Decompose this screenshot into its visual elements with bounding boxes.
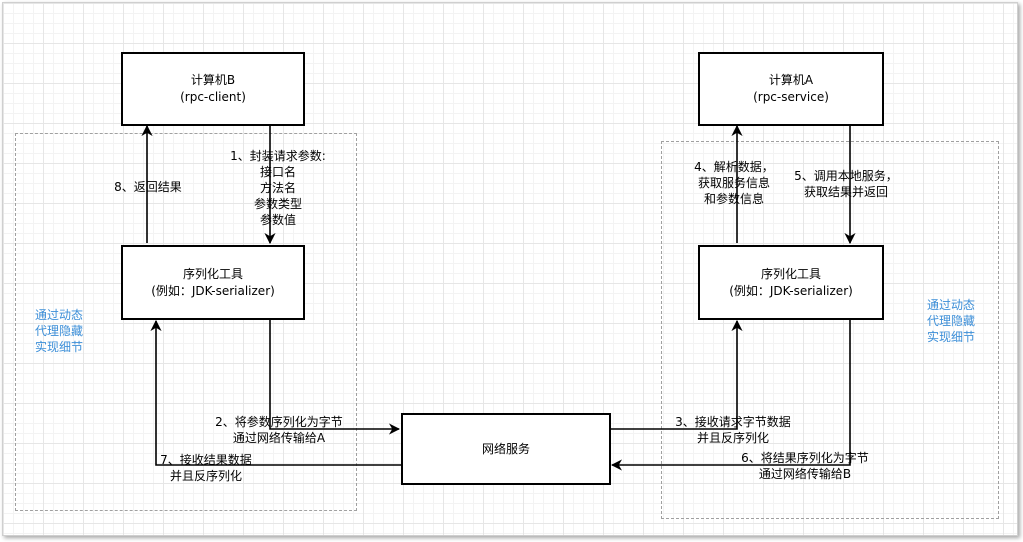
network-service-box: 网络服务 — [401, 413, 611, 485]
note-line: 代理隐藏 — [926, 314, 975, 328]
step-line: 1、封装请求参数: — [230, 149, 326, 163]
step-line: 方法名 — [259, 181, 296, 195]
arrow-step-6 — [610, 319, 851, 471]
step-6-label: 6、将结果序列化为字节 通过网络传输给B — [725, 450, 885, 482]
network-service-title: 网络服务 — [481, 441, 530, 456]
step-line: 4、解析数据， — [694, 160, 774, 174]
note-line: 通过动态 — [34, 308, 83, 322]
step-2-label: 2、将参数序列化为字节 通过网络传输给A — [199, 414, 359, 446]
right-serializer-box: 序列化工具 (例如：JDK-serializer) — [698, 245, 884, 320]
note-line: 代理隐藏 — [34, 324, 83, 338]
step-line: 获取服务信息 — [697, 176, 770, 190]
step-line: 接口名 — [259, 165, 296, 179]
computer-b-box: 计算机B (rpc-client) — [121, 52, 305, 126]
step-line: 和参数信息 — [703, 192, 764, 206]
step-line: 5、调用本地服务， — [794, 169, 898, 183]
arrow-step-7 — [150, 319, 402, 466]
step-line: 6、将结果序列化为字节 — [741, 451, 869, 465]
arrow-step-2 — [269, 319, 401, 435]
step-line: 参数类型 — [253, 197, 302, 211]
step-3-label: 3、接收请求字节数据 并且反序列化 — [658, 414, 808, 446]
step-line: 参数值 — [259, 213, 296, 227]
step-line: 2、将参数序列化为字节 — [215, 415, 343, 429]
arrow-step-3 — [609, 319, 743, 430]
step-line: 并且反序列化 — [169, 469, 242, 483]
left-serializer-subtitle: (例如：JDK-serializer) — [151, 283, 275, 298]
step-line: 3、接收请求字节数据 — [675, 415, 791, 429]
step-7-label: 7、接收结果数据 并且反序列化 — [145, 452, 267, 484]
computer-a-box: 计算机A (rpc-service) — [698, 52, 884, 126]
step-line: 并且反序列化 — [696, 431, 769, 445]
computer-b-subtitle: (rpc-client) — [180, 90, 246, 104]
note-line: 实现细节 — [926, 330, 975, 344]
step-line: 通过网络传输给A — [232, 431, 326, 445]
step-4-label: 4、解析数据， 获取服务信息 和参数信息 — [679, 159, 789, 207]
computer-a-title: 计算机A — [768, 73, 814, 87]
left-serializer-box: 序列化工具 (例如：JDK-serializer) — [121, 245, 305, 320]
right-serializer-title: 序列化工具 — [760, 266, 821, 281]
note-line: 通过动态 — [926, 298, 975, 312]
step-line: 8、返回结果 — [114, 180, 182, 194]
client-proxy-boundary — [15, 133, 357, 511]
step-line: 通过网络传输给B — [758, 467, 852, 481]
step-line: 7、接收结果数据 — [160, 453, 252, 467]
diagram-canvas: 计算机B (rpc-client) 计算机A (rpc-service) 序列化… — [2, 2, 1018, 536]
right-serializer-subtitle: (例如：JDK-serializer) — [729, 283, 853, 298]
step-line: 获取结果并返回 — [803, 185, 888, 199]
step-1-label: 1、封装请求参数: 接口名 方法名 参数类型 参数值 — [213, 148, 343, 228]
computer-a-subtitle: (rpc-service) — [753, 90, 829, 104]
connector-layer — [141, 124, 856, 471]
left-serializer-title: 序列化工具 — [182, 266, 243, 281]
right-proxy-note: 通过动态 代理隐藏 实现细节 — [921, 297, 981, 345]
step-8-label: 8、返回结果 — [103, 179, 193, 195]
computer-b-title: 计算机B — [190, 73, 236, 87]
left-proxy-note: 通过动态 代理隐藏 实现细节 — [29, 307, 89, 355]
note-line: 实现细节 — [34, 340, 83, 354]
service-proxy-boundary — [661, 141, 999, 519]
step-5-label: 5、调用本地服务， 获取结果并返回 — [783, 168, 909, 200]
